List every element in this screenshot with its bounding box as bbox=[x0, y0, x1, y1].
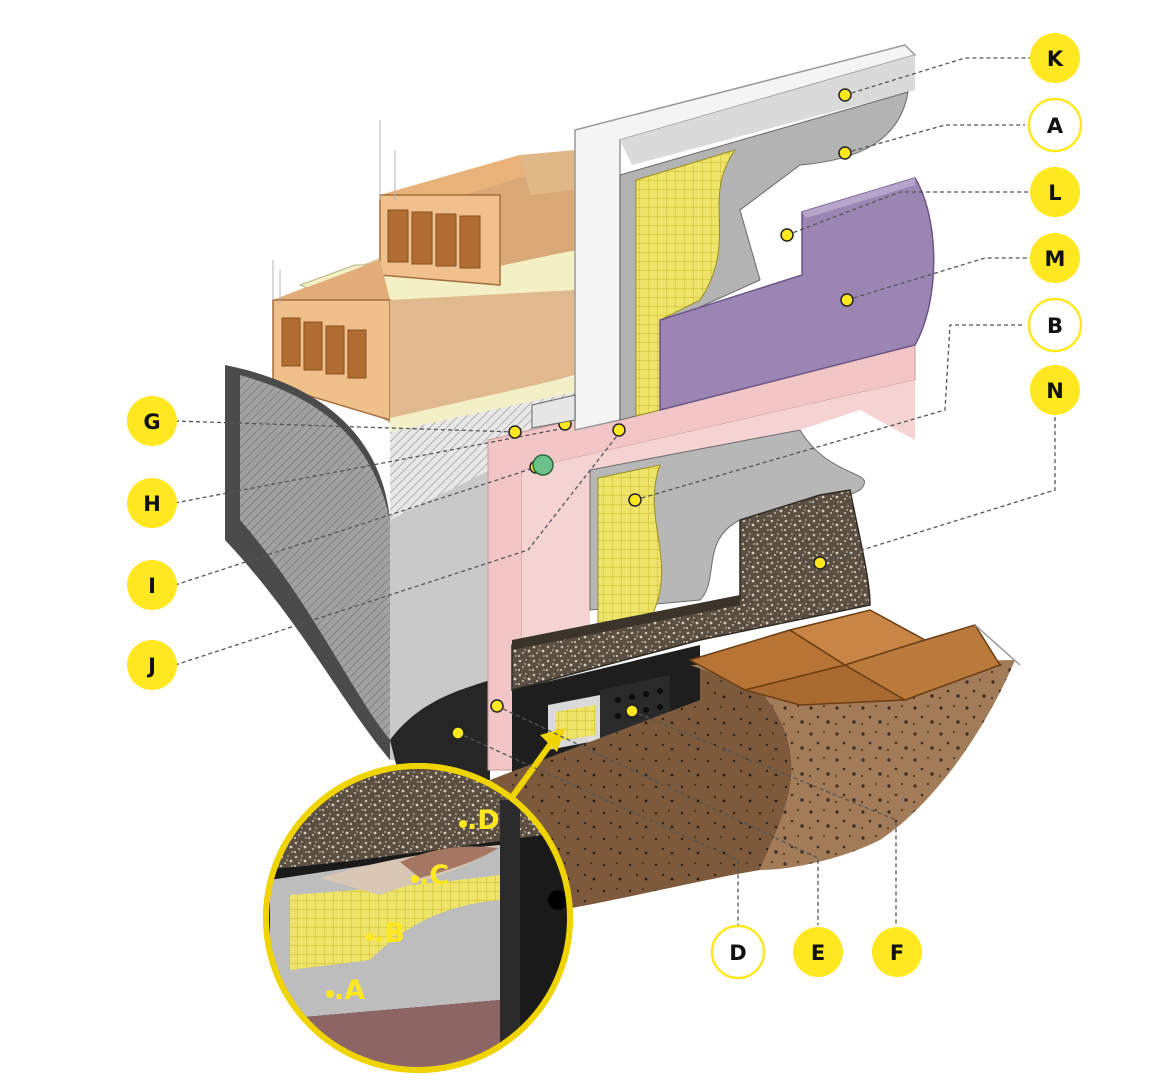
callout-M-label: M bbox=[1045, 247, 1066, 271]
floor-tiles bbox=[688, 609, 1002, 706]
dot-G bbox=[508, 425, 522, 439]
callout-J: J bbox=[127, 640, 177, 690]
callout-G: G bbox=[127, 396, 177, 446]
dot-J bbox=[612, 423, 626, 437]
callout-E-label: E bbox=[811, 941, 825, 965]
callout-H: H bbox=[127, 478, 177, 528]
dot-A bbox=[838, 146, 852, 160]
inset-label-C: .C bbox=[411, 860, 449, 891]
inset-label-B: .B bbox=[366, 918, 405, 949]
floor-slab-section bbox=[272, 120, 580, 520]
inset-label-C-text: .C bbox=[419, 860, 449, 891]
concrete-wall bbox=[225, 365, 490, 780]
callout-N: N bbox=[1030, 365, 1080, 415]
detail-magnifier: .D .C .B .A bbox=[263, 728, 573, 1073]
callout-M: M bbox=[1030, 233, 1080, 283]
dot-K bbox=[838, 88, 852, 102]
callout-L: L bbox=[1030, 167, 1080, 217]
dot-F bbox=[625, 704, 639, 718]
callout-D-label: D bbox=[729, 941, 746, 965]
dot-L bbox=[780, 228, 794, 242]
gravel-layer bbox=[511, 489, 871, 691]
callout-H-label: H bbox=[143, 492, 161, 516]
pink-insulation bbox=[487, 339, 916, 771]
callout-A: A bbox=[1027, 97, 1083, 153]
inset-label-B-text: .B bbox=[374, 918, 405, 949]
dot-M bbox=[840, 293, 854, 307]
callout-A-label: A bbox=[1047, 114, 1064, 138]
callout-E: E bbox=[793, 927, 843, 977]
inset-label-D: .D bbox=[459, 805, 500, 836]
callout-F-label: F bbox=[890, 941, 904, 965]
dot-N bbox=[813, 556, 827, 570]
leader-lines bbox=[174, 57, 1056, 925]
anchor-fixing bbox=[531, 394, 576, 476]
ground-section bbox=[490, 609, 1021, 910]
callout-K: K bbox=[1030, 33, 1080, 83]
callout-F: F bbox=[872, 927, 922, 977]
callout-B-label: B bbox=[1047, 314, 1063, 338]
callout-D: D bbox=[710, 924, 766, 980]
dot-E bbox=[490, 699, 504, 713]
brick-cells-lower bbox=[281, 317, 367, 379]
callout-K-label: K bbox=[1047, 47, 1064, 71]
callout-N-label: N bbox=[1046, 379, 1064, 403]
callout-L-label: L bbox=[1048, 181, 1061, 205]
pointer-dots bbox=[451, 88, 854, 740]
callout-J-label: J bbox=[146, 654, 156, 678]
dot-B bbox=[628, 493, 642, 507]
inset-label-A: .A bbox=[326, 975, 365, 1006]
callout-B: B bbox=[1027, 297, 1083, 353]
inset-label-A-text: .A bbox=[334, 975, 365, 1006]
callout-I-label: I bbox=[148, 574, 156, 598]
dot-D bbox=[451, 726, 465, 740]
inset-label-D-text: .D bbox=[467, 805, 500, 836]
callout-I: I bbox=[127, 560, 177, 610]
callout-G-label: G bbox=[143, 410, 160, 434]
brick-cells-upper bbox=[387, 209, 481, 269]
